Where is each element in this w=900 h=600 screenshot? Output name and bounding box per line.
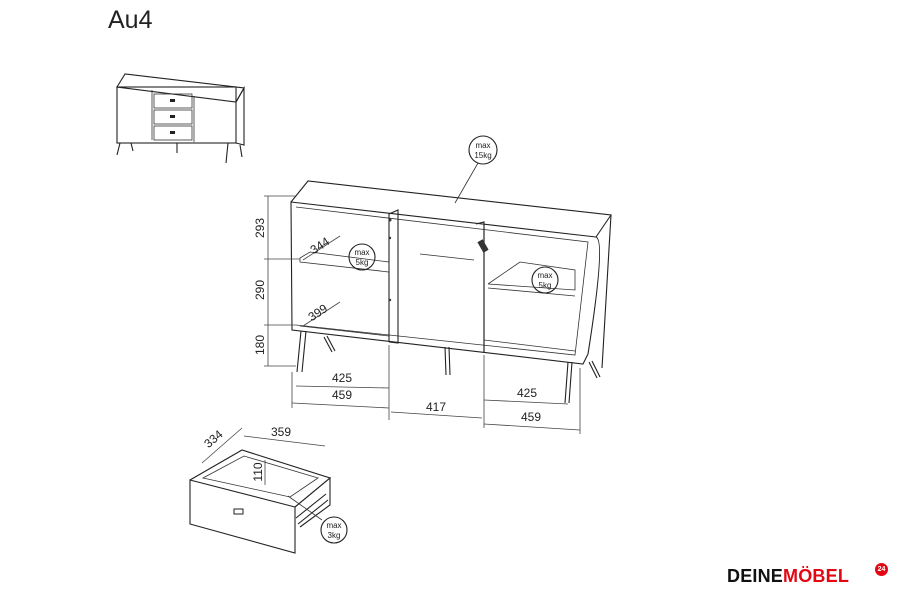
svg-text:max: max <box>326 521 341 530</box>
dim-left-outer: 459 <box>332 388 352 402</box>
dim-center: 417 <box>426 400 446 414</box>
drawer: 334 359 110 <box>189 425 332 554</box>
dim-drawer-height: 110 <box>251 462 265 481</box>
dim-height-mid: 290 <box>253 280 267 300</box>
brand-badge: 24 <box>875 563 888 576</box>
dim-height-bottom: 180 <box>253 335 267 355</box>
svg-text:5kg: 5kg <box>539 281 552 290</box>
dim-shelf-upper: 344 <box>308 234 333 257</box>
width-dimensions: 425 459 417 425 459 <box>291 345 581 434</box>
load-badge-top: max 15kg <box>454 135 498 204</box>
dim-right-outer: 459 <box>521 410 541 424</box>
load-badge-drawer: max 3kg <box>320 516 348 544</box>
svg-text:max: max <box>354 248 369 257</box>
dim-drawer-depth: 334 <box>201 427 226 451</box>
dim-drawer-width: 359 <box>271 425 291 439</box>
product-code-title: Au4 <box>108 6 153 34</box>
thumbnail-sideboard <box>116 73 245 164</box>
main-sideboard <box>290 180 612 404</box>
svg-text:max: max <box>475 141 490 150</box>
svg-text:max: max <box>537 271 552 280</box>
svg-text:15kg: 15kg <box>474 151 491 160</box>
svg-text:5kg: 5kg <box>356 258 369 267</box>
svg-text:3kg: 3kg <box>328 531 341 540</box>
dim-right-inner: 425 <box>517 386 537 400</box>
dim-height-top: 293 <box>253 218 267 238</box>
dim-shelf-lower: 399 <box>306 301 331 324</box>
load-badge-right-shelf: max 5kg <box>531 266 559 294</box>
load-badge-left-shelf: max 5kg <box>348 243 376 271</box>
shelf-depth-dimensions: 344 399 <box>302 234 341 327</box>
height-dimensions: 293 290 180 <box>253 195 300 367</box>
brand-logo: DEINEMÖBEL <box>727 566 850 586</box>
dim-left-inner: 425 <box>332 371 352 385</box>
